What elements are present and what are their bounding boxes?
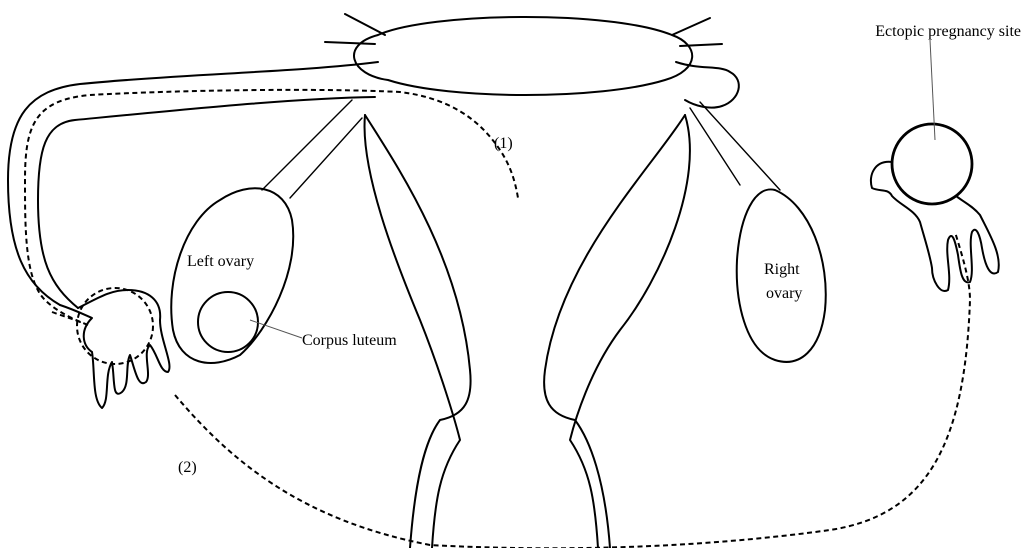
right-ovary-label-line1: Right: [764, 261, 800, 278]
left-cornu-line-upper: [345, 14, 385, 35]
route-1-label: (1): [494, 135, 513, 152]
ectopic-pregnancy-site-label: Ectopic pregnancy site: [875, 23, 1021, 40]
route-1-path: [25, 90, 518, 325]
right-ovary-ligament-1: [690, 108, 740, 185]
ectopic-pregnancy-sac: [892, 124, 972, 204]
corpus-luteum: [198, 292, 258, 352]
uterus-right-inner-wall: [570, 115, 690, 548]
left-cornu-line-lower: [325, 42, 375, 44]
left-ovary-group: [171, 100, 362, 363]
right-ovary-label-line2: ovary: [766, 285, 802, 302]
right-ovary-ligament-2: [700, 102, 780, 190]
left-ovary: [171, 188, 293, 363]
migration-routes: [25, 90, 970, 548]
route-2-label: (2): [178, 459, 197, 476]
left-fallopian-tube: [8, 62, 378, 408]
left-ovary-ligament-2: [290, 118, 362, 198]
left-fimbriae-highlight-circle: [77, 288, 153, 364]
uterus-right-outer-wall: [544, 115, 685, 548]
right-cornu-line-upper: [672, 18, 710, 35]
uterine-fundus: [354, 17, 692, 95]
ectopic-site-group: Ectopic pregnancy site: [871, 23, 1021, 291]
route-2-path: [175, 232, 970, 548]
left-tube-inner: [38, 97, 375, 308]
corpus-luteum-label: Corpus luteum: [302, 332, 397, 349]
left-ovary-label: Left ovary: [187, 253, 254, 270]
right-fallopian-tube: [676, 62, 780, 190]
uterus: [325, 14, 722, 548]
